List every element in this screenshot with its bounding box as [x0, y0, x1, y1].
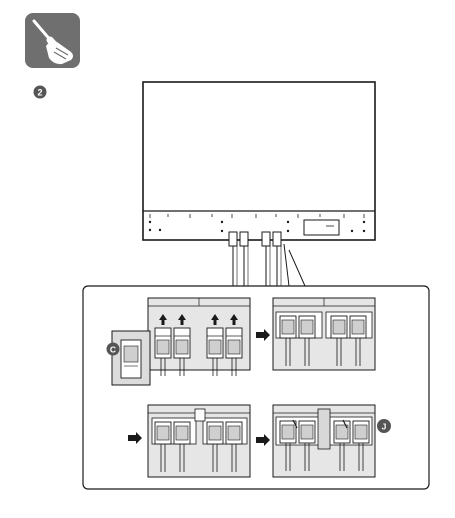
connector-4 — [272, 231, 282, 247]
callout-c-inset: C — [106, 330, 151, 386]
callout-j-badge: J — [377, 419, 391, 433]
callout-leader — [283, 243, 306, 287]
connector-2 — [239, 231, 249, 247]
callout-c-label: C — [110, 345, 116, 355]
step-number: 2 — [37, 88, 42, 98]
detail-callout-box — [82, 285, 430, 490]
monitor-panel — [142, 81, 376, 241]
panel-step-4 — [272, 404, 376, 478]
rear-control-box — [303, 219, 340, 236]
cable-bundle — [228, 231, 282, 286]
connector-1 — [228, 231, 238, 247]
step-number-badge: 2 — [33, 85, 47, 99]
port-strip — [149, 214, 365, 218]
clip-left — [292, 419, 298, 429]
callout-j-label: J — [382, 422, 387, 432]
screwdriver-in-hand-icon — [25, 13, 80, 68]
panel-step-3 — [147, 404, 251, 478]
panel-step-1 — [147, 297, 251, 377]
clip-right — [342, 419, 348, 429]
connector-3 — [261, 231, 271, 247]
panel-step-2 — [272, 297, 376, 371]
mounting-holes — [148, 220, 366, 233]
monitor-rear-view — [142, 81, 376, 241]
